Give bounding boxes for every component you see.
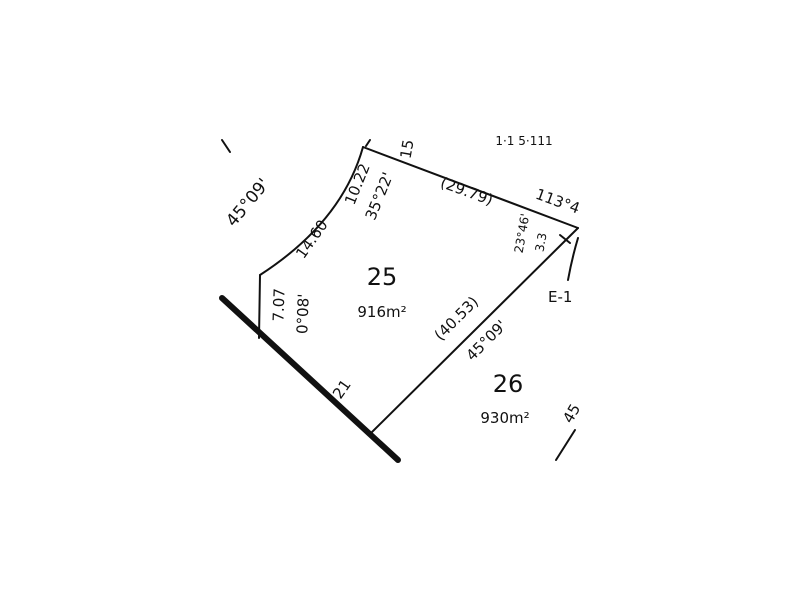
north-side-length: (29.79) [438,173,496,209]
top-edge-text: 1·1 5·111 [495,134,552,148]
diagonal-length: (40.53) [431,293,482,344]
lot26-east-edge [555,429,576,461]
easement-line [567,237,579,281]
lot-26-number: 26 [493,370,524,398]
edge-stroke-top-left [221,139,231,153]
top-edge-number: 15 [397,138,418,160]
boundary-lines [219,139,579,463]
diagonal-bearing: 45°09' [462,316,510,364]
easement-label: E-1 [548,288,572,306]
left-bearing-label: 45°09' [222,175,274,231]
lot25-arc-boundary [259,146,364,276]
lot-25-number: 25 [367,263,398,291]
lot-25-26-boundary [369,227,579,435]
right-edge-number: 45 [559,401,584,427]
north-east-bearing: 113°4 [533,185,582,218]
lot25-north-boundary [362,146,579,229]
road-frontage-line [219,295,401,463]
lot-26-area: 930m² [480,409,529,427]
lot25-west-boundary [258,274,261,339]
west-side-length: 7.07 [269,288,288,322]
corner-tick-north [365,139,371,147]
north-east-short-length: 3.3 [533,232,550,253]
lot-25-area: 916m² [357,303,406,321]
north-east-angle: 23°46' [512,212,533,254]
east-edge-tick [559,234,571,244]
west-side-angle: 0°08' [293,293,312,334]
arc-lower-length: 14.60 [292,216,331,262]
